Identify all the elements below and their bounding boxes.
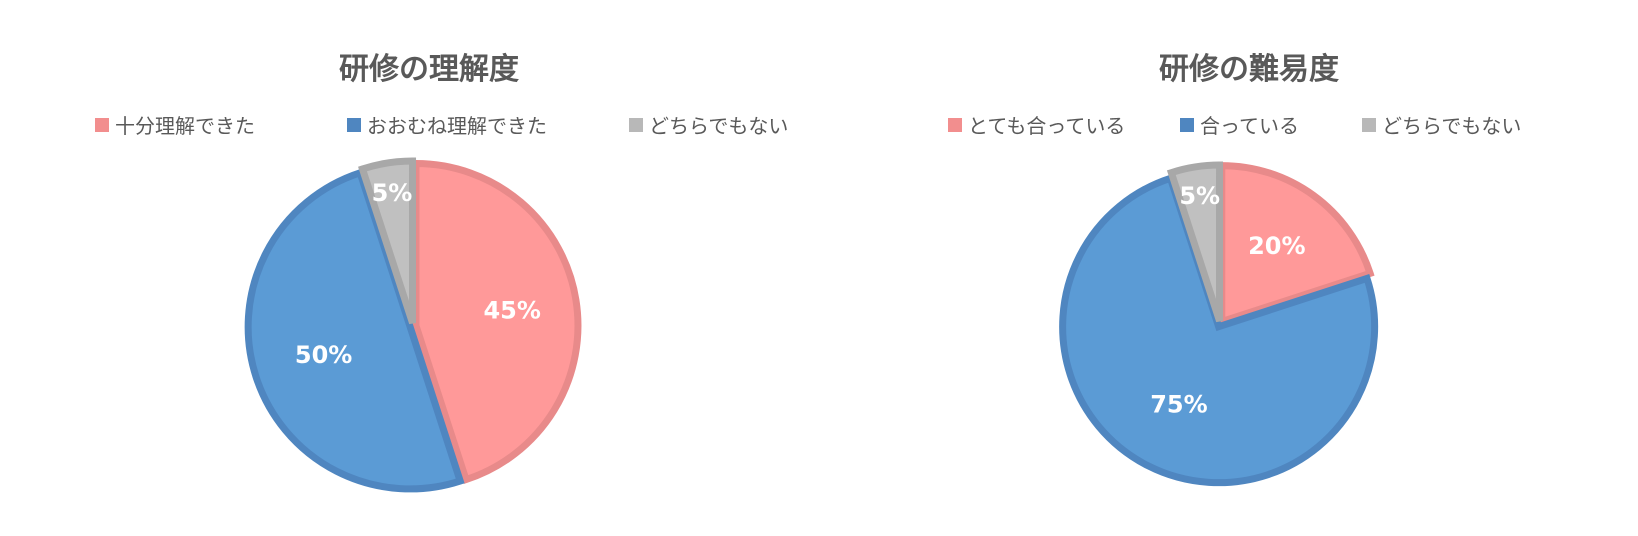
- pie-plot: 45% 50% 5%: [244, 157, 582, 493]
- legend-item: とても合っている: [948, 110, 1125, 139]
- legend-swatch: [1180, 117, 1194, 132]
- legend-swatch: [629, 117, 643, 132]
- pie-data-label: 5%: [372, 179, 413, 207]
- pie-slice: [358, 157, 417, 325]
- chart-title: 研修の理解度: [339, 52, 519, 87]
- legend-label: どちらでもない: [649, 114, 789, 138]
- legend-item: どちらでもない: [629, 110, 788, 139]
- pie-slice: [1166, 161, 1224, 323]
- legend-item: おおむね理解できた: [347, 110, 547, 139]
- legend-label: 合っている: [1200, 114, 1299, 138]
- pie-data-label: 5%: [1179, 182, 1220, 210]
- legend-item: 十分理解できた: [95, 110, 255, 139]
- legend-swatch: [95, 117, 109, 132]
- pie-slice: [1059, 173, 1379, 487]
- pie-slice: [1218, 162, 1375, 327]
- pie-data-label: 50%: [295, 341, 352, 369]
- pie-chart-difficulty: 研修の難易度 とても合っている 合っている どちらでもない 20% 75% 5%: [860, 0, 1638, 536]
- pie-slice: [244, 168, 465, 493]
- pie-chart-understanding: 研修の理解度 十分理解できた おおむね理解できた どちらでもない 45% 50% 5…: [95, 52, 788, 493]
- legend-label: どちらでもない: [1382, 114, 1522, 138]
- pie-plot: 20% 75% 5%: [1059, 161, 1379, 487]
- legend-swatch: [948, 117, 962, 132]
- pie-data-label: 45%: [483, 296, 540, 324]
- legend-label: 十分理解できた: [115, 114, 255, 138]
- legend-item: 合っている: [1180, 110, 1299, 139]
- chart-title: 研修の難易度: [1159, 52, 1339, 87]
- legend-label: とても合っている: [968, 114, 1126, 138]
- legend-item: どちらでもない: [1362, 110, 1521, 139]
- legend-swatch: [1362, 117, 1376, 132]
- pie-slice: [412, 160, 582, 485]
- pie-data-label: 75%: [1150, 391, 1207, 419]
- pie-data-label: 20%: [1248, 232, 1305, 260]
- legend-swatch: [347, 117, 361, 132]
- legend-label: おおむね理解できた: [367, 114, 547, 138]
